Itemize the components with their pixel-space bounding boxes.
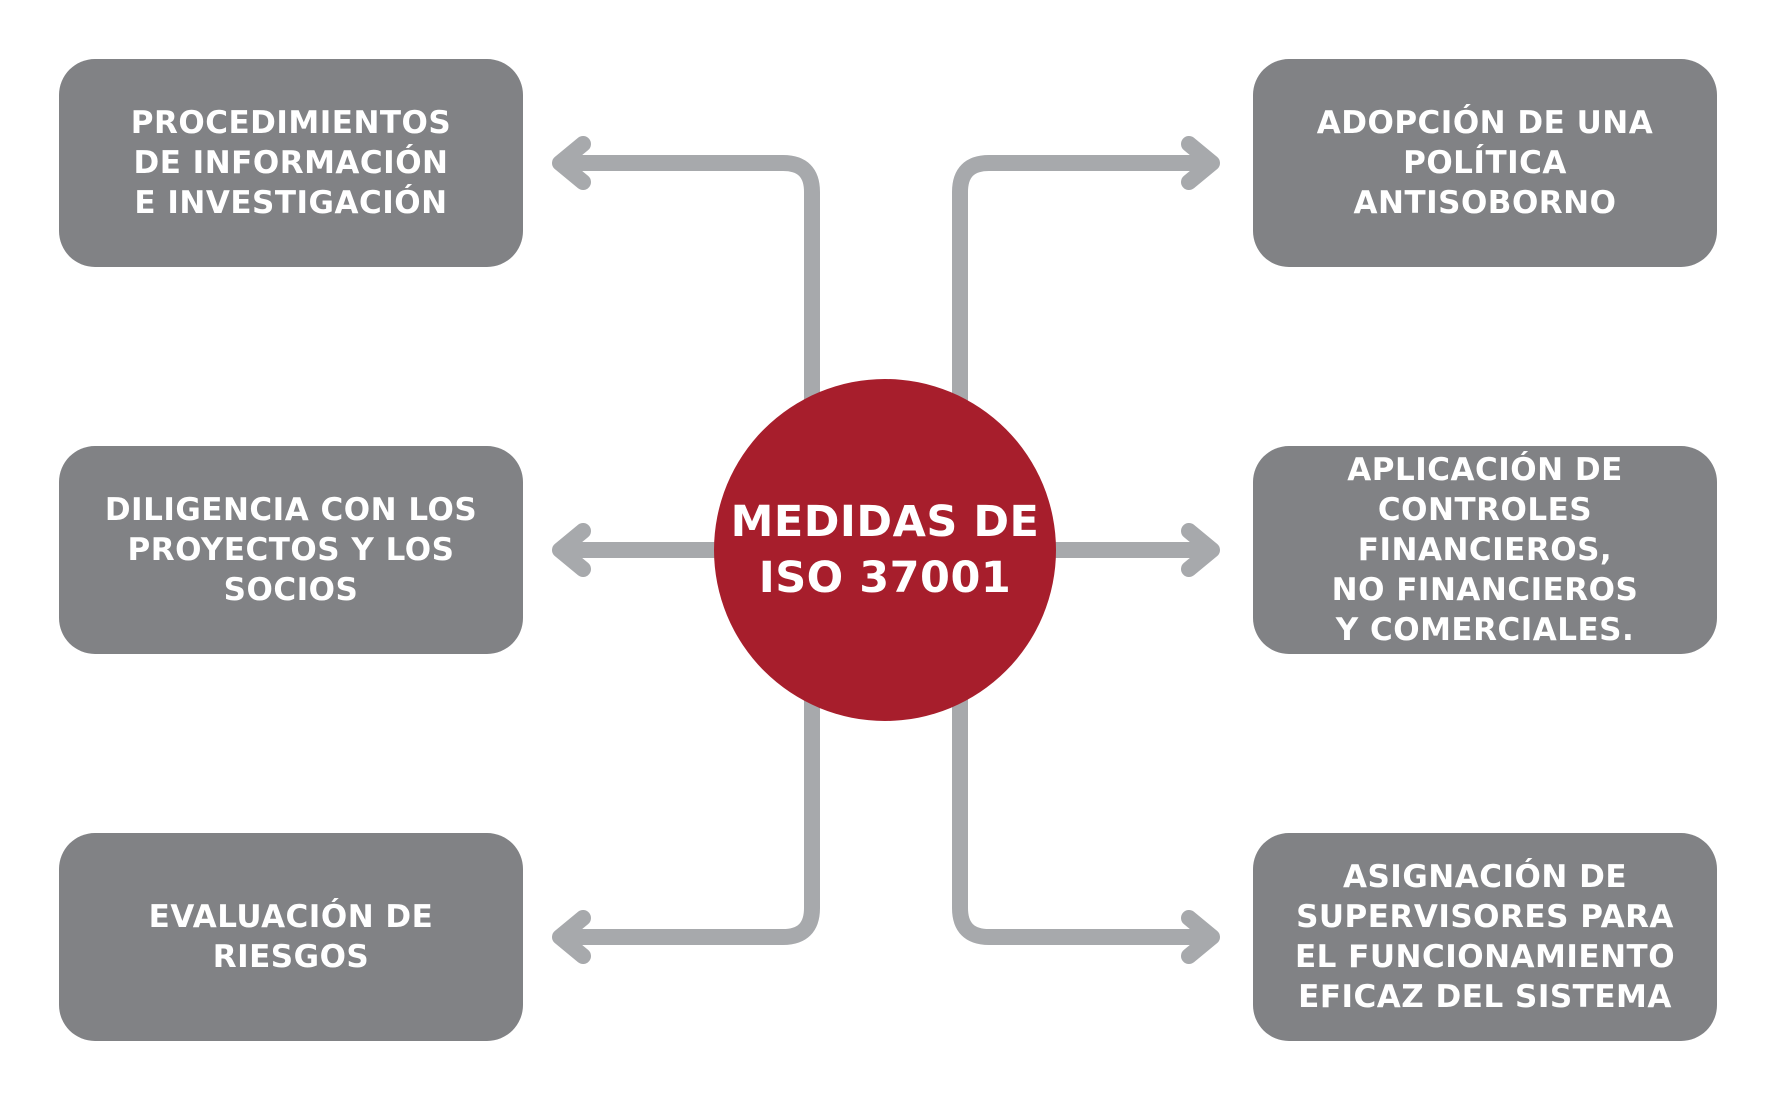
measure-label: APLICACIÓN DE CONTROLES FINANCIEROS, NO … — [1331, 452, 1639, 648]
connector-right-bottom — [952, 692, 1214, 945]
arrowhead-right-middle — [1181, 523, 1220, 577]
measure-label: EVALUACIÓN DE RIESGOS — [148, 899, 434, 975]
measure-label: PROCEDIMIENTOS DE INFORMACIÓN E INVESTIG… — [130, 105, 452, 221]
measure-box-risk-assessment: EVALUACIÓN DE RIESGOS — [59, 833, 523, 1041]
arrowhead-left-bottom — [552, 910, 591, 964]
arrowhead-left-middle — [552, 523, 591, 577]
measure-box-reporting-investigation: PROCEDIMIENTOS DE INFORMACIÓN E INVESTIG… — [59, 59, 523, 267]
measure-label: DILIGENCIA CON LOS PROYECTOS Y LOS SOCIO… — [104, 492, 478, 608]
arrowhead-right-bottom — [1181, 910, 1220, 964]
measure-box-anti-bribery-policy: ADOPCIÓN DE UNA POLÍTICA ANTISOBORNO — [1253, 59, 1717, 267]
center-hub-circle: MEDIDAS DE ISO 37001 — [714, 379, 1056, 721]
arrowhead-left-top — [552, 136, 591, 190]
measure-box-financial-controls: APLICACIÓN DE CONTROLES FINANCIEROS, NO … — [1253, 446, 1717, 654]
measure-label: ASIGNACIÓN DE SUPERVISORES PARA EL FUNCI… — [1294, 859, 1676, 1015]
connector-left-top — [558, 155, 820, 408]
arrowhead-right-top — [1181, 136, 1220, 190]
measure-box-due-diligence: DILIGENCIA CON LOS PROYECTOS Y LOS SOCIO… — [59, 446, 523, 654]
center-hub-label: MEDIDAS DE ISO 37001 — [730, 497, 1040, 603]
connector-right-top — [952, 155, 1214, 408]
measure-box-supervisors: ASIGNACIÓN DE SUPERVISORES PARA EL FUNCI… — [1253, 833, 1717, 1041]
connector-left-bottom — [558, 692, 820, 945]
measure-label: ADOPCIÓN DE UNA POLÍTICA ANTISOBORNO — [1316, 105, 1654, 221]
